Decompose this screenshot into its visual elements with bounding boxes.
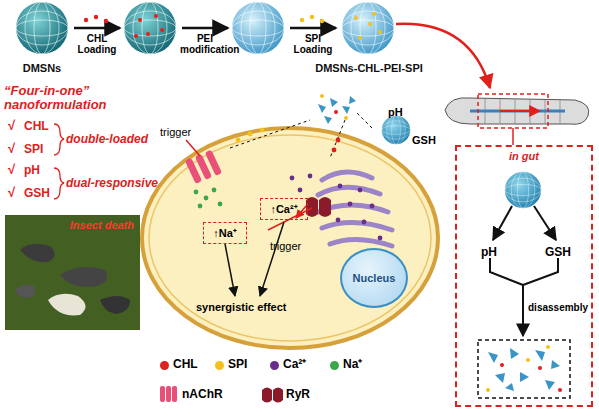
node-text: DMSNs [23, 62, 62, 74]
annotation-label: GSH [24, 187, 50, 200]
node-text: ↑Na⁺ [213, 227, 237, 239]
legend-text: CHL [173, 358, 198, 371]
annotation-label: disassembly [528, 302, 588, 313]
larva [445, 94, 589, 145]
sphere-node: DMSNs-CHL-PEI-SPI [314, 2, 424, 74]
annotation-label: CHL [24, 120, 49, 133]
sphere-node: DMSNs [12, 2, 72, 74]
nucleus-circle: Nucleus [340, 248, 408, 308]
legend-swatch [160, 361, 169, 370]
nanoparticle-row [16, 2, 490, 88]
panel-heading: “Four-in-one” nanoformulation [4, 84, 154, 113]
bracket [54, 124, 64, 199]
legend-text: Na⁺ [343, 358, 362, 371]
annotation-label: √ [8, 186, 15, 200]
legend-text: RyR [286, 388, 310, 401]
annotation-label: GSH [412, 134, 436, 146]
ion-box: ↑Na⁺ [203, 222, 247, 244]
node-text: ↑Ca²⁺ [270, 203, 297, 215]
legend-swatch [215, 361, 224, 370]
annotation-label: trigger [270, 240, 301, 252]
annotation-label: CHL Loading [72, 33, 122, 55]
annotation-label: pH [388, 106, 403, 118]
insect-photo [5, 215, 140, 330]
annotation-label: dual-responsive [66, 177, 158, 190]
nachr-symbol [185, 150, 222, 185]
node-text: in gut [509, 150, 539, 162]
node-text: DMSNs-CHL-PEI-SPI [315, 62, 423, 74]
legend-text: Ca²⁺ [283, 358, 306, 371]
annotation-label: pH [481, 246, 497, 259]
released-particle [318, 94, 410, 144]
node-text: Nucleus [353, 272, 396, 284]
photo-frame: Insect death [5, 215, 140, 330]
annotation-label: GSH [545, 246, 571, 259]
ion-box: ↑Ca²⁺ [260, 198, 308, 220]
node-text: Insect death [70, 219, 134, 231]
cell [142, 120, 438, 348]
legend-samples [160, 386, 283, 403]
annotation-label: √ [8, 163, 15, 177]
annotation-label: SPI Loading [288, 33, 338, 55]
gut-disassembly [478, 172, 570, 398]
annotation-label: SPI [24, 143, 43, 156]
annotation-label: √ [8, 119, 15, 133]
legend-text: nAChR [182, 388, 223, 401]
gut-panel: in gut [455, 145, 593, 407]
annotation-label: double-loaded [66, 133, 148, 146]
legend-swatch [330, 361, 339, 370]
annotation-label: pH [24, 164, 40, 177]
annotation-label: √ [8, 142, 15, 156]
annotation-label: trigger [160, 126, 191, 138]
annotation-label: PEI modification [180, 33, 230, 55]
legend-text: SPI [228, 358, 247, 371]
ryr-symbol [306, 197, 331, 217]
legend-swatch [270, 361, 279, 370]
annotation-label: synergistic effect [196, 301, 286, 313]
